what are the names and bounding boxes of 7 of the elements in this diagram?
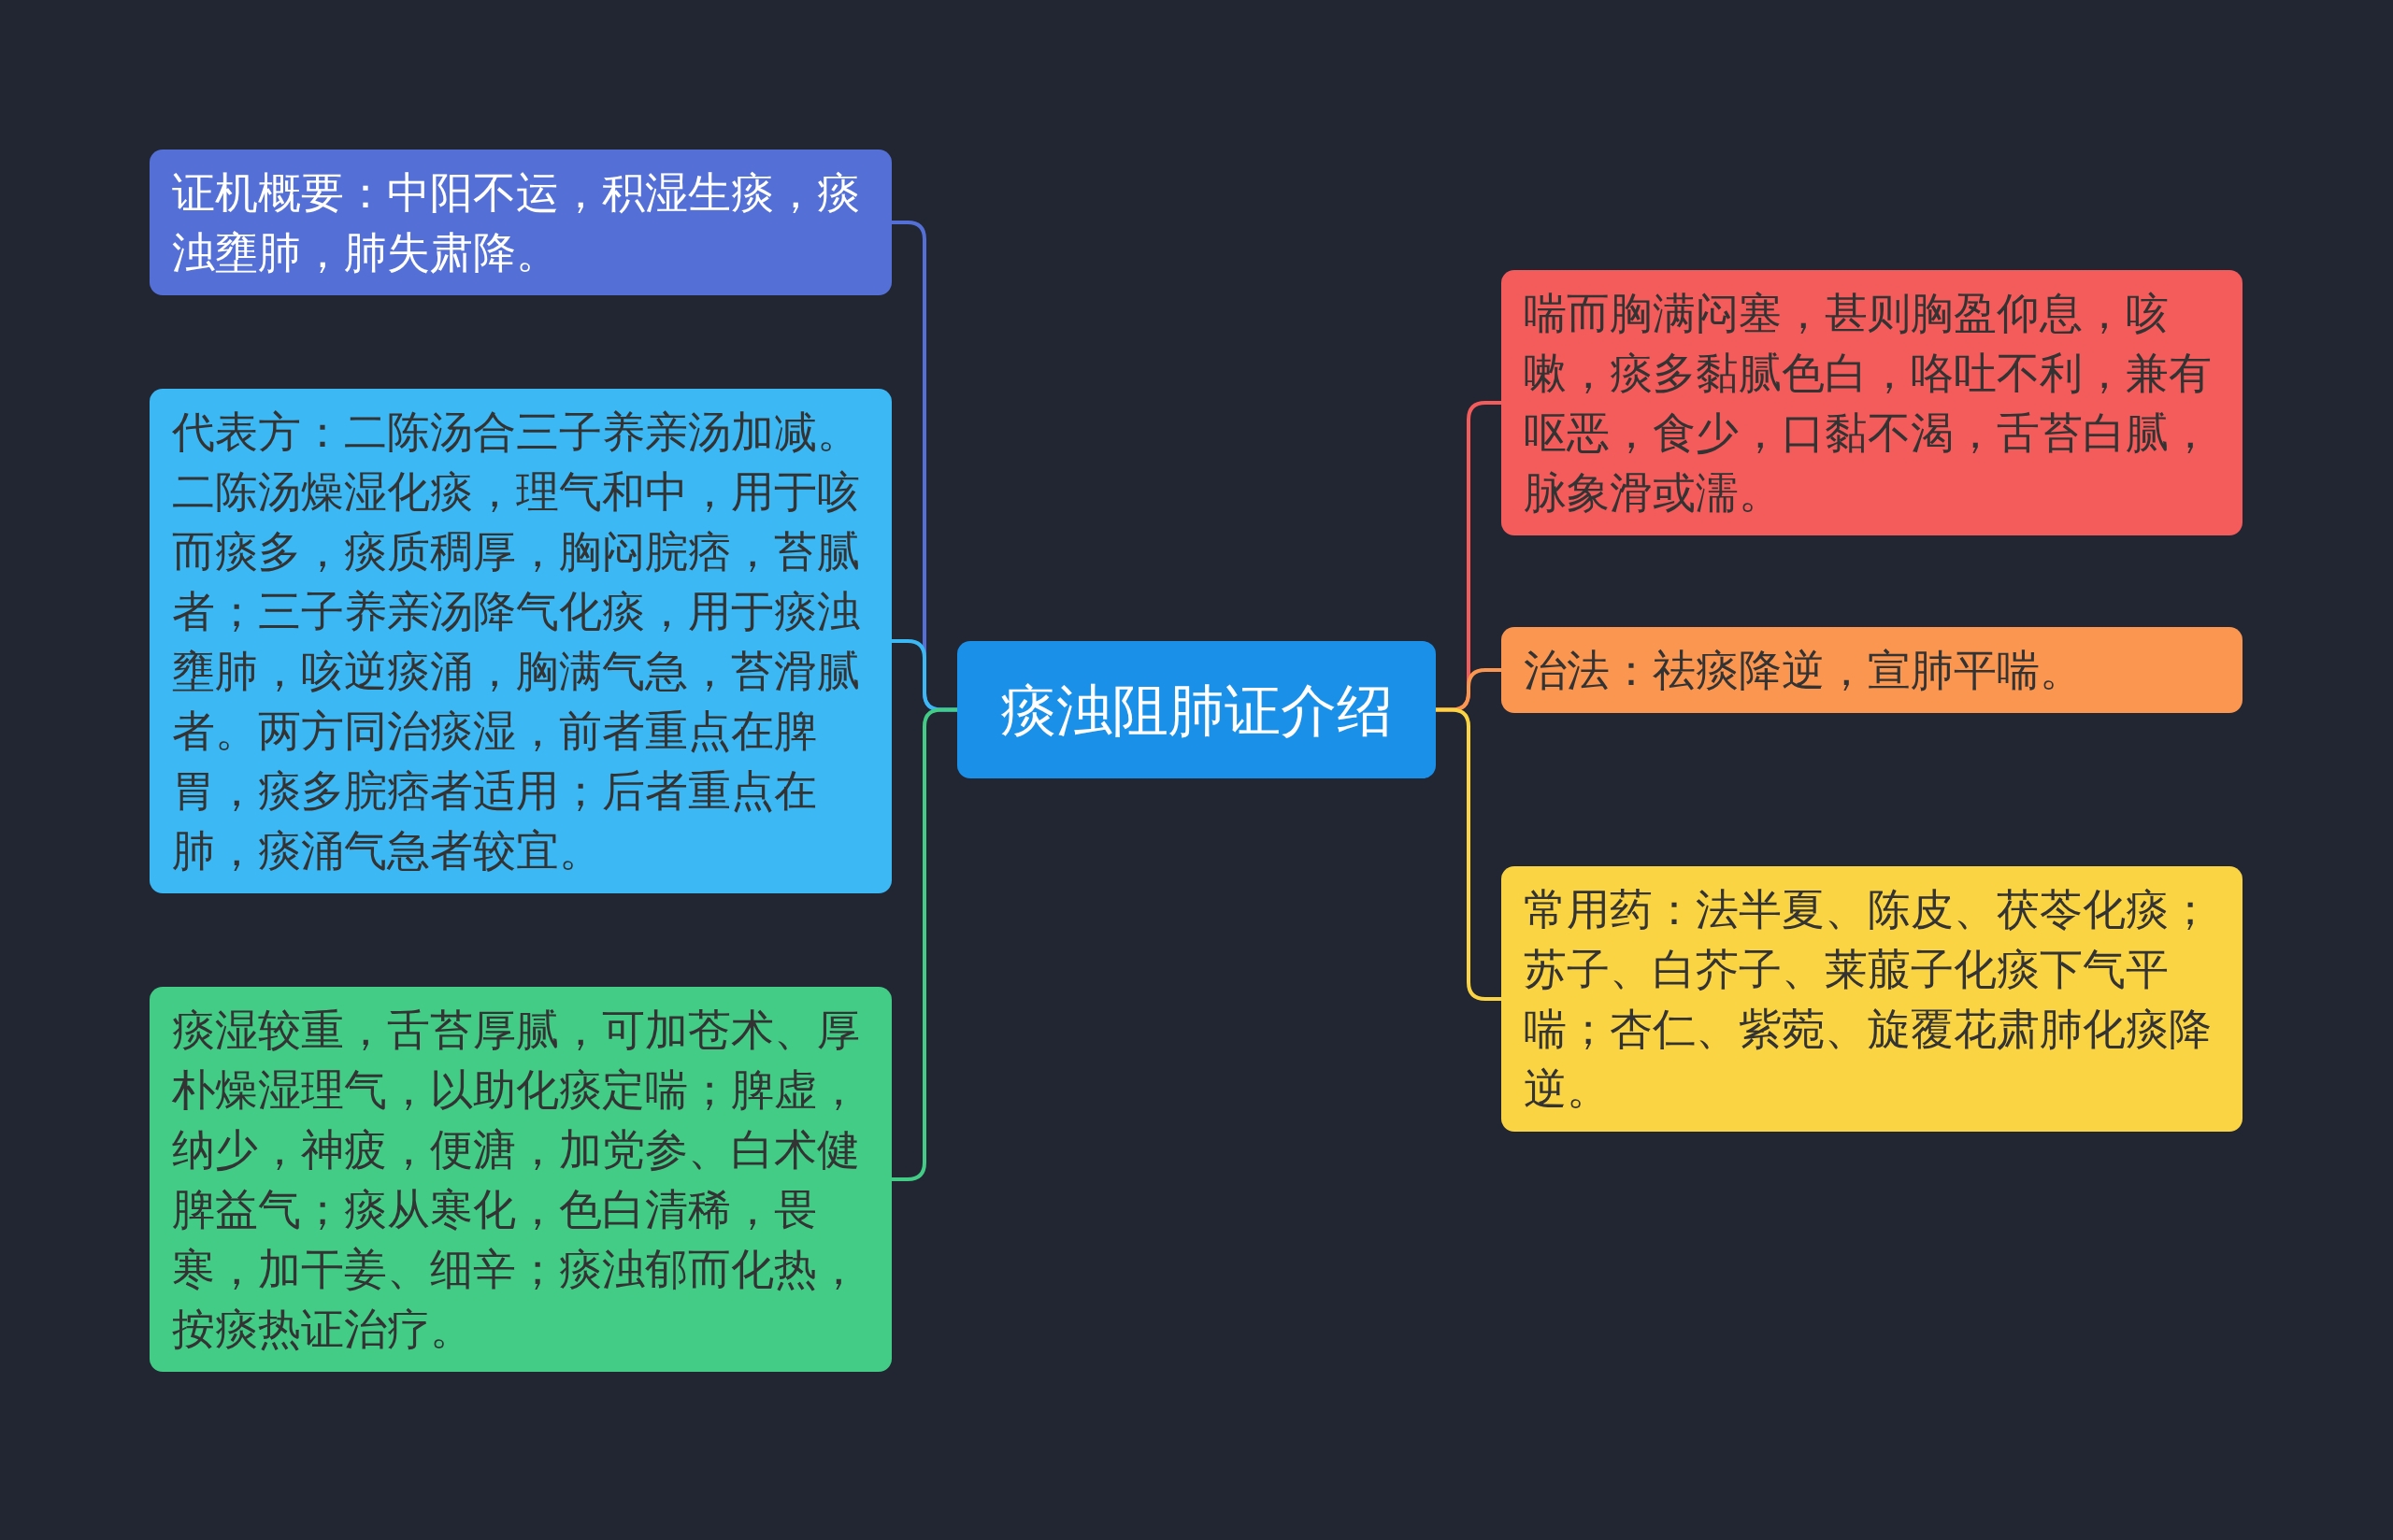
- topic-box: 痰湿较重，舌苔厚腻，可加苍术、厚朴燥湿理气，以助化痰定喘；脾虚，纳少，神疲，便溏，加党参、白术健脾益气；痰从寒化，色白清稀，畏寒，加干姜、细辛；痰浊郁而化热，按痰热证治疗。: [150, 987, 892, 1372]
- topic-box: 证机概要：中阳不运，积湿生痰，痰浊壅肺，肺失肃降。: [150, 150, 892, 295]
- topic-box: 喘而胸满闷塞，甚则胸盈仰息，咳嗽，痰多黏腻色白，咯吐不利，兼有呕恶，食少，口黏不渴，舌苔白腻，脉象滑或濡。: [1501, 270, 2243, 535]
- topic-box: 常用药：法半夏、陈皮、茯苓化痰；苏子、白芥子、莱菔子化痰下气平喘；杏仁、紫菀、旋覆花肃肺化痰降逆。: [1501, 866, 2243, 1132]
- topic-box: 代表方：二陈汤合三子养亲汤加减。二陈汤燥湿化痰，理气和中，用于咳而痰多，痰质稠厚，胸闷脘痞，苔腻者；三子养亲汤降气化痰，用于痰浊壅肺，咳逆痰涌，胸满气急，苔滑腻者。两方同治痰湿，前者重点在脾胃，痰多脘痞者适用；后者重点在肺，痰涌气急者较宜。: [150, 389, 892, 893]
- central-topic-box: 痰浊阻肺证介绍: [957, 641, 1436, 778]
- topic-box: 治法：祛痰降逆，宣肺平喘。: [1501, 627, 2243, 713]
